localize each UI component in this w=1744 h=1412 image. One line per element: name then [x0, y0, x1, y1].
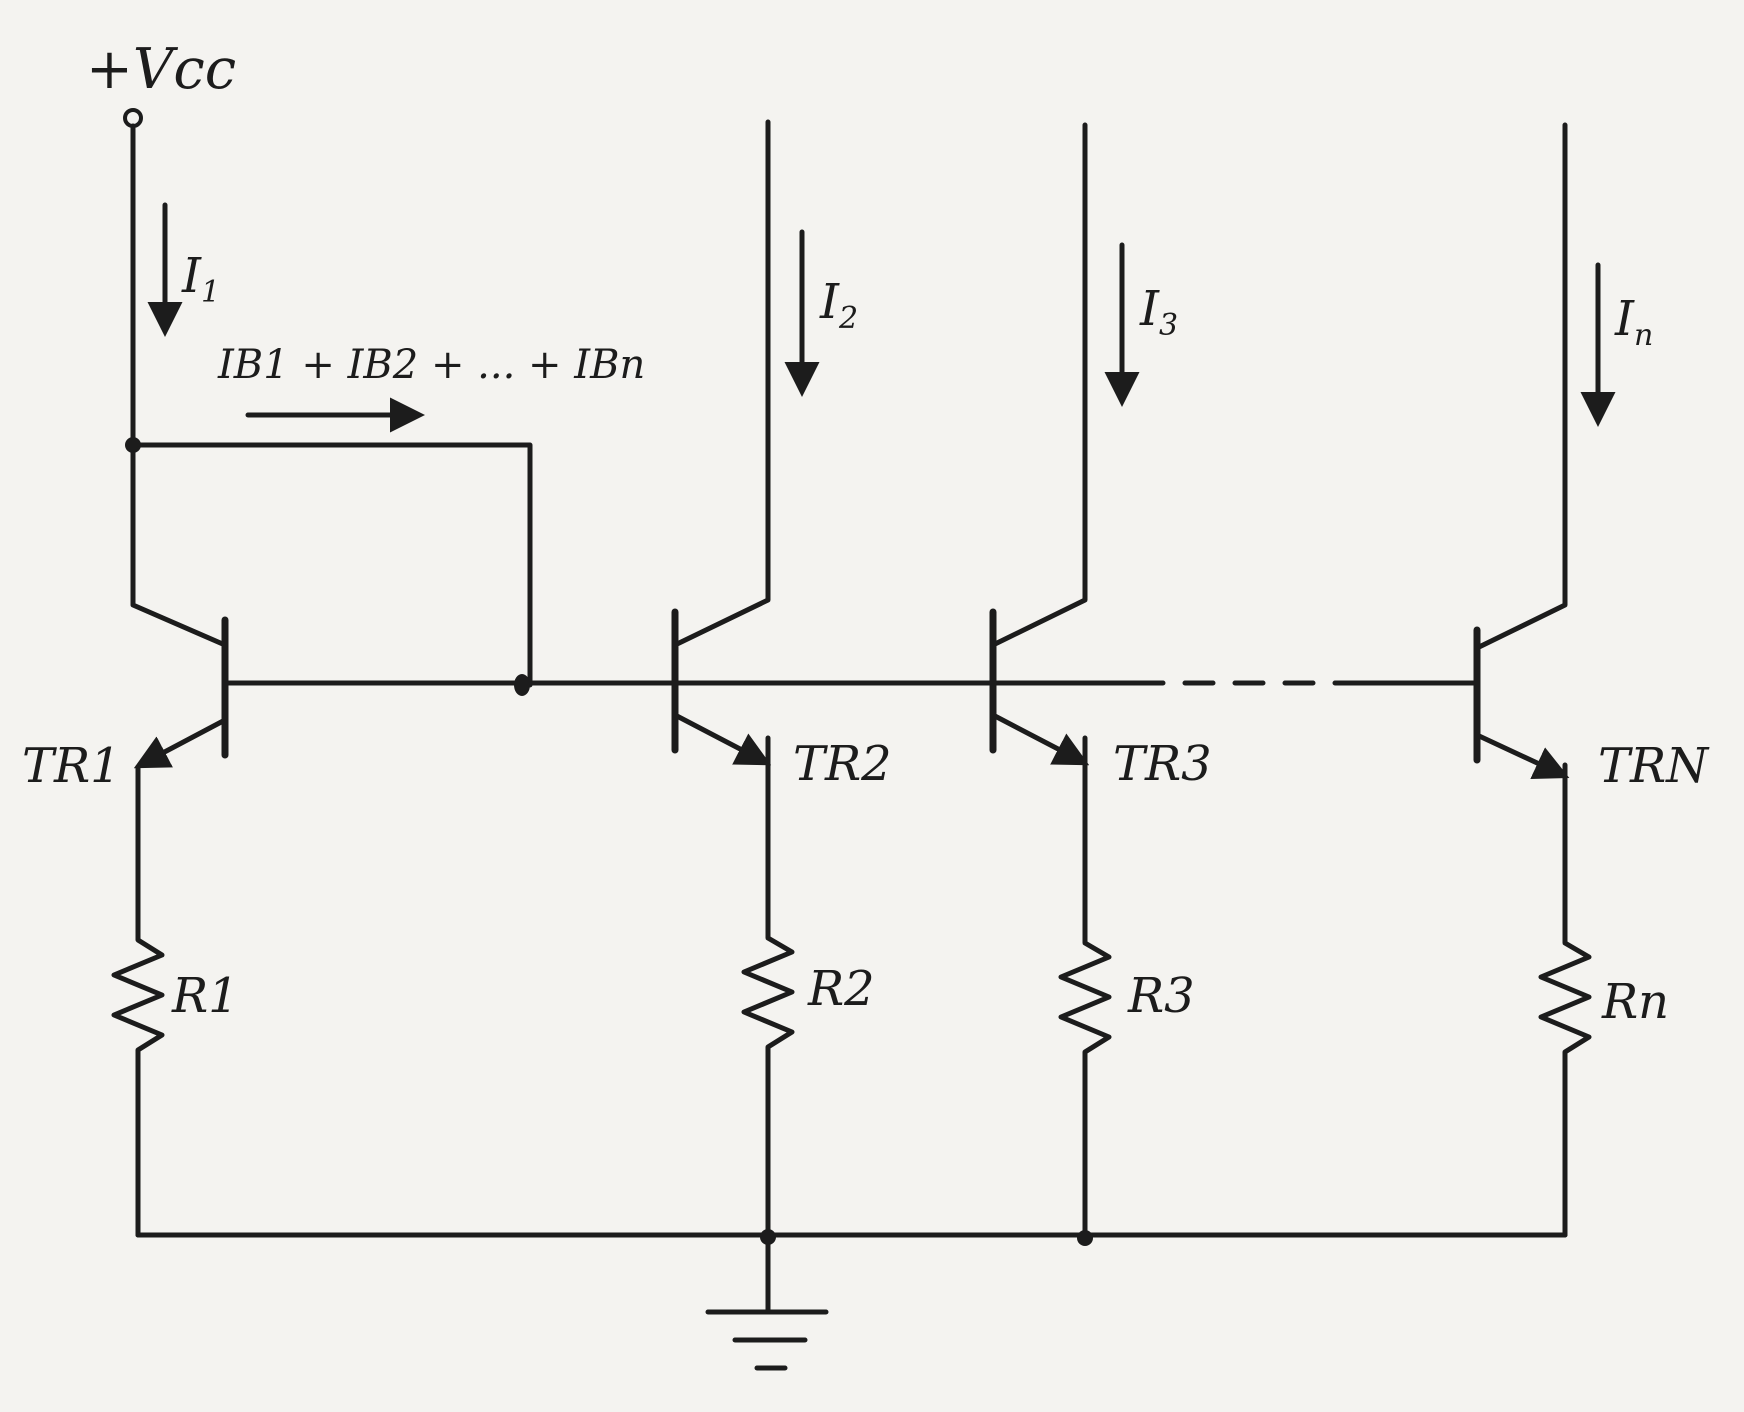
stage-3: TR3 R3 I3	[989, 122, 1212, 1238]
trn-collector	[1474, 122, 1568, 651]
r1-label: R1	[171, 968, 239, 1024]
r2-resistor	[741, 917, 795, 1065]
base-line	[222, 674, 1481, 696]
r2-label: R2	[807, 961, 875, 1017]
base-node-dot	[514, 674, 530, 696]
trn-emitter-arrow	[1474, 732, 1570, 780]
stage-1: TR1 R1 I1	[22, 123, 533, 1238]
tr1-label: TR1	[22, 738, 121, 794]
ground-node-dot-2	[1077, 1230, 1093, 1246]
r1-resistor	[111, 917, 165, 1068]
tr3-emitter-arrow	[990, 712, 1090, 766]
stage-2: TR2 R2 I2	[671, 119, 892, 1238]
base-current-annotation: IB1 + IB2 + ... + IBn	[217, 342, 645, 433]
tr3-label: TR3	[1113, 736, 1212, 792]
tr2-collector	[672, 119, 771, 648]
r3-label: R3	[1127, 968, 1195, 1024]
base-current-label: IB1 + IB2 + ... + IBn	[217, 342, 645, 388]
i1-label: I1	[181, 248, 220, 310]
ground-rail	[135, 1229, 1568, 1315]
rn-label: Rn	[1601, 974, 1669, 1030]
tr1-emitter-arrow	[133, 717, 228, 769]
stage-n: TRN Rn In	[1473, 122, 1710, 1238]
rn-resistor	[1538, 922, 1592, 1070]
vcc-label: +Vcc	[86, 37, 236, 102]
i2-label: I2	[819, 274, 858, 336]
tr3-collector	[990, 122, 1088, 648]
tr2-emitter-arrow	[672, 712, 772, 766]
ground-icon	[705, 1309, 829, 1371]
tr2-label: TR2	[793, 736, 892, 792]
r3-resistor	[1058, 922, 1112, 1070]
i3-label: I3	[1139, 281, 1178, 343]
trn-label: TRN	[1598, 738, 1710, 794]
in-label: In	[1614, 291, 1653, 353]
tr1-collector	[130, 442, 228, 648]
diode-connection-wire	[130, 442, 533, 688]
vcc-terminal: +Vcc	[86, 37, 236, 128]
